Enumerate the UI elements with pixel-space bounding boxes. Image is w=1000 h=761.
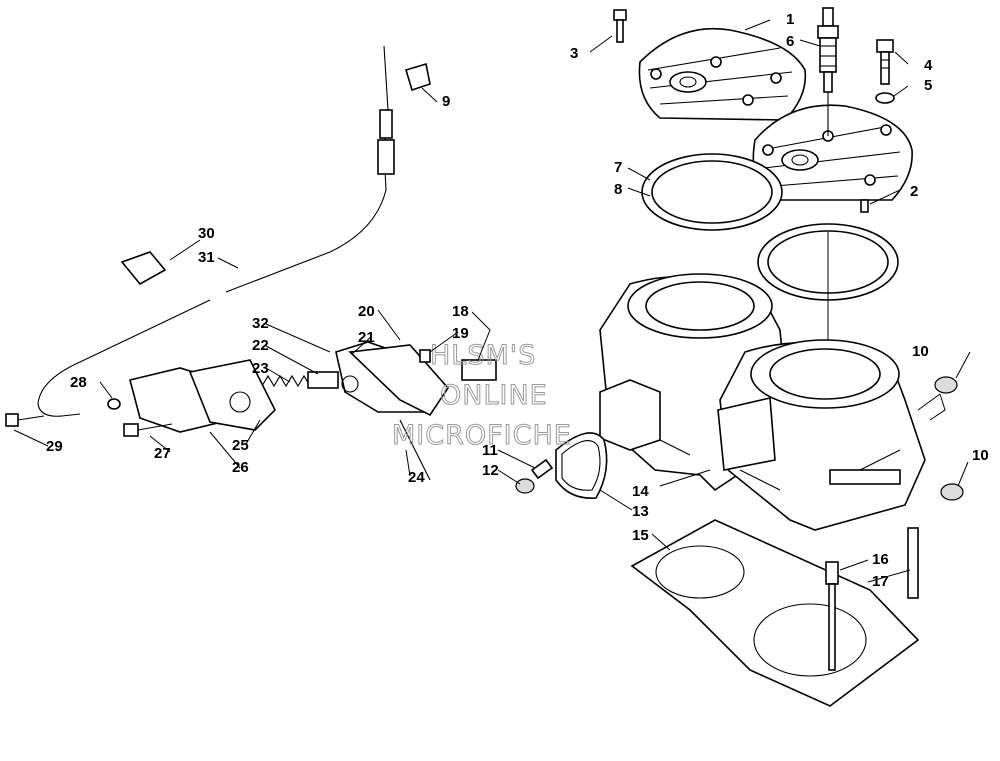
callout-22: 22 [252, 337, 269, 354]
valve-piston [307, 349, 497, 389]
callout-27: 27 [154, 445, 171, 462]
nut-10-upper [934, 376, 958, 394]
callout-25: 25 [232, 437, 249, 454]
callout-18: 18 [452, 303, 469, 320]
svg-text:MICROFICHE: MICROFICHE [392, 420, 572, 451]
control-cable [37, 45, 395, 417]
callout-numbers: 1 2 3 4 5 6 7 8 9 10 10 11 12 13 14 15 1… [46, 11, 989, 590]
callout-2: 2 [910, 183, 918, 200]
base-gasket [630, 519, 920, 707]
dowel-pin-2 [860, 199, 869, 213]
callout-17: 17 [872, 573, 889, 590]
callout-14: 14 [632, 483, 649, 500]
svg-text:ONLINE: ONLINE [440, 380, 548, 411]
svg-text:HLSM'S: HLSM'S [430, 340, 536, 371]
gasket-13 [555, 432, 608, 499]
callout-29: 29 [46, 438, 63, 455]
callout-5: 5 [924, 77, 932, 94]
bolt-27 [123, 423, 173, 437]
callout-8: 8 [614, 181, 622, 198]
cable-clip-9 [405, 62, 431, 92]
callout-1: 1 [786, 11, 794, 28]
cable-clip-30 [120, 251, 167, 286]
callout-15: 15 [632, 527, 649, 544]
callout-26: 26 [232, 459, 249, 476]
callout-31: 31 [198, 249, 215, 266]
callout-6: 6 [786, 33, 794, 50]
cylinder-block [599, 273, 926, 531]
callout-10b: 10 [972, 447, 989, 464]
nut-10-lower [940, 483, 964, 501]
callout-7: 7 [614, 159, 622, 176]
leader-lines [13, 19, 971, 583]
washer-28 [107, 398, 121, 410]
spark-plug [817, 7, 839, 136]
callout-30: 30 [198, 225, 215, 242]
cylinder-head-right [752, 104, 913, 201]
callout-4: 4 [924, 57, 933, 74]
valve-cover [129, 359, 276, 433]
callout-10a: 10 [912, 343, 929, 360]
callout-19: 19 [452, 325, 469, 342]
callout-24: 24 [408, 469, 425, 486]
callout-16: 16 [872, 551, 889, 568]
watermark: HLSM'S ONLINE MICROFICHE [392, 340, 572, 452]
callout-23: 23 [252, 360, 269, 377]
bolt-24 [399, 419, 431, 481]
callout-3: 3 [570, 45, 578, 62]
cylinder-head-left [638, 27, 807, 121]
screw-29 [5, 413, 45, 427]
callout-13: 13 [632, 503, 649, 520]
callout-28: 28 [70, 374, 87, 391]
callout-11: 11 [482, 442, 498, 459]
stud-and-sleeve [825, 527, 919, 671]
callout-32: 32 [252, 315, 269, 332]
head-bolt-3 [613, 9, 627, 43]
callout-9: 9 [442, 93, 450, 110]
washer-5 [875, 92, 895, 104]
bolt-11-12 [515, 458, 554, 494]
callout-20: 20 [358, 303, 375, 320]
callout-12: 12 [482, 462, 499, 479]
head-bolt-4 [876, 39, 894, 85]
callout-21: 21 [358, 329, 375, 346]
